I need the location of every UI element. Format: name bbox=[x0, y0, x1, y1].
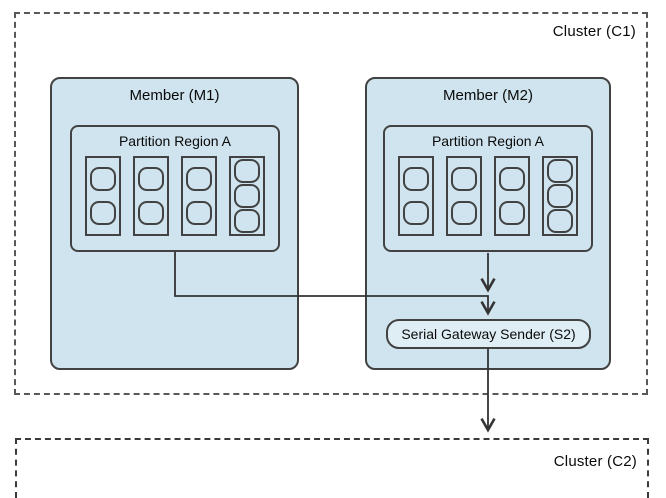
member-m1-box: Member (M1) Partition Region A bbox=[50, 77, 299, 370]
bucket bbox=[229, 156, 265, 236]
partition-region-m2: Partition Region A bbox=[383, 125, 593, 252]
bucket-entry bbox=[234, 184, 260, 208]
cluster-c1-boundary: Cluster (C1) bbox=[14, 12, 648, 395]
serial-gateway-sender-box: Serial Gateway Sender (S2) bbox=[386, 319, 591, 349]
bucket-entry bbox=[186, 167, 212, 192]
bucket bbox=[133, 156, 169, 236]
partition-region-m1: Partition Region A bbox=[70, 125, 280, 252]
serial-gateway-sender-label: Serial Gateway Sender (S2) bbox=[401, 326, 576, 342]
bucket-entry bbox=[451, 167, 477, 192]
cluster-c1-label: Cluster (C1) bbox=[552, 23, 636, 40]
bucket bbox=[85, 156, 121, 236]
bucket-entry bbox=[499, 200, 525, 225]
bucket-entry bbox=[138, 200, 164, 225]
bucket-entry bbox=[547, 209, 573, 233]
bucket-entry bbox=[547, 159, 573, 183]
member-m2-box: Member (M2) Partition Region A bbox=[365, 77, 611, 370]
bucket bbox=[398, 156, 434, 236]
bucket-entry bbox=[547, 184, 573, 208]
bucket bbox=[494, 156, 530, 236]
bucket-entry bbox=[499, 167, 525, 192]
bucket bbox=[542, 156, 578, 236]
bucket-row-m1 bbox=[72, 156, 278, 236]
bucket-entry bbox=[186, 200, 212, 225]
member-m1-title: Member (M1) bbox=[129, 87, 220, 104]
bucket-entry bbox=[403, 167, 429, 192]
cluster-c2-label: Cluster (C2) bbox=[553, 453, 637, 470]
partition-region-m1-label: Partition Region A bbox=[118, 133, 232, 149]
bucket-entry bbox=[90, 200, 116, 225]
bucket bbox=[446, 156, 482, 236]
bucket-entry bbox=[138, 167, 164, 192]
bucket-row-m2 bbox=[385, 156, 591, 236]
member-m2-title: Member (M2) bbox=[442, 87, 533, 104]
partition-region-m2-label: Partition Region A bbox=[431, 133, 545, 149]
cluster-c2-boundary: Cluster (C2) bbox=[15, 438, 649, 498]
bucket-entry bbox=[403, 200, 429, 225]
bucket-entry bbox=[451, 200, 477, 225]
bucket-entry bbox=[234, 209, 260, 233]
bucket bbox=[181, 156, 217, 236]
bucket-entry bbox=[234, 159, 260, 183]
bucket-entry bbox=[90, 167, 116, 192]
